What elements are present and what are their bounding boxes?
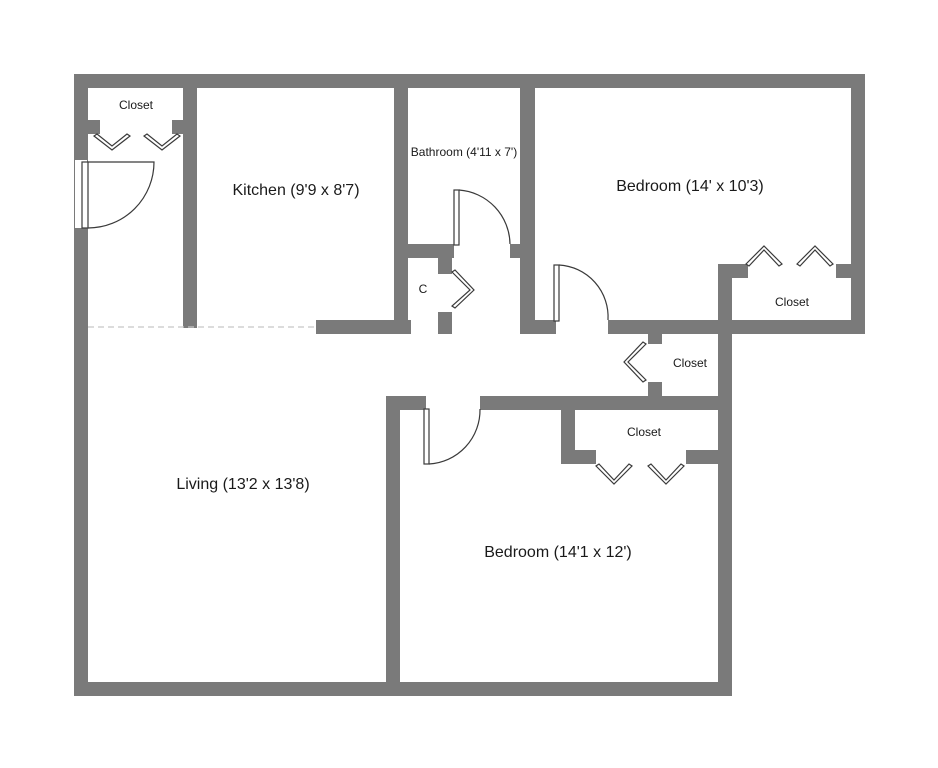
wall-bottom-bedroom-top-right	[480, 396, 732, 410]
top-bedroom-closet-label: Closet	[775, 295, 810, 309]
door-opening-bottom-bedroom	[426, 397, 480, 409]
bottom-bedroom-closet-bifold-doors[interactable]	[595, 463, 685, 485]
wall-entry-closet-right	[183, 74, 197, 328]
wall-entry-closet-stub-right	[172, 120, 197, 134]
top-bedroom-door-leaf	[553, 264, 560, 322]
bathroom-door[interactable]	[453, 189, 511, 246]
entry-closet-label: Closet	[119, 98, 154, 112]
bathroom-label: Bathroom (4'11 x 7')	[411, 145, 517, 159]
bottom-bedroom-door-swing	[428, 408, 481, 465]
bathroom-door-leaf	[453, 189, 460, 246]
exterior-wall-right-bottom-bedroom	[718, 396, 732, 696]
bottom-bedroom-label: Bedroom (14'1 x 12')	[484, 544, 632, 561]
kitchen-label: Kitchen (9'9 x 8'7)	[232, 182, 359, 199]
wall-small-closet-right-lower	[438, 312, 452, 334]
exterior-wall-top	[74, 74, 865, 88]
wall-living-bedroom	[386, 396, 400, 696]
top-bedroom-label: Bedroom (14' x 10'3)	[616, 178, 764, 195]
top-bedroom-closet-bifold-doors[interactable]	[745, 245, 834, 267]
small-closet-label: C	[419, 282, 428, 296]
exterior-wall-bottom	[74, 682, 732, 696]
bottom-bedroom-door-leaf	[423, 408, 430, 465]
wall-kitchen-bottom	[316, 320, 411, 334]
bottom-bedroom-door[interactable]	[423, 408, 481, 465]
entry-closet-bifold-doors[interactable]	[92, 133, 182, 151]
wall-entry-closet-stub-left	[74, 120, 100, 134]
wall-top-bedroom-bottom-left	[520, 320, 556, 334]
bathroom-door-swing	[458, 189, 511, 245]
wall-right-hall	[718, 320, 732, 410]
living-label: Living (13'2 x 13'8)	[176, 476, 309, 493]
door-opening-bathroom	[454, 245, 510, 257]
entry-door-leaf	[81, 161, 89, 229]
wall-bottom-closet-bottom-right	[686, 450, 732, 464]
door-opening-top-bedroom	[556, 321, 608, 333]
wall-kitchen-bath	[394, 74, 408, 334]
top-bedroom-door-swing	[558, 264, 609, 321]
top-bedroom-door[interactable]	[553, 264, 609, 322]
wall-hall-closet-top	[648, 334, 662, 344]
wall-top-bedroom-bottom	[608, 320, 865, 334]
small-closet-bifold-doors[interactable]	[451, 269, 475, 309]
wall-top-bedroom-closet-top-right	[836, 264, 865, 278]
exterior-wall-left	[74, 74, 88, 696]
exterior-wall-right-top-bedroom	[851, 74, 865, 334]
wall-bottom-closet-bottom-left	[561, 450, 596, 464]
wall-small-closet-right	[438, 244, 452, 274]
wall-top-bedroom-closet-left	[718, 264, 732, 334]
hall-closet-label: Closet	[673, 356, 708, 370]
walls	[74, 74, 865, 696]
entry-door	[75, 160, 155, 229]
wall-bath-bedroom-lower	[520, 244, 535, 334]
hall-closet-bifold-doors[interactable]	[623, 341, 647, 383]
entry-door-swing	[87, 161, 155, 229]
bottom-bedroom-closet-label: Closet	[627, 425, 662, 439]
wall-bottom-closet-left	[561, 396, 575, 464]
